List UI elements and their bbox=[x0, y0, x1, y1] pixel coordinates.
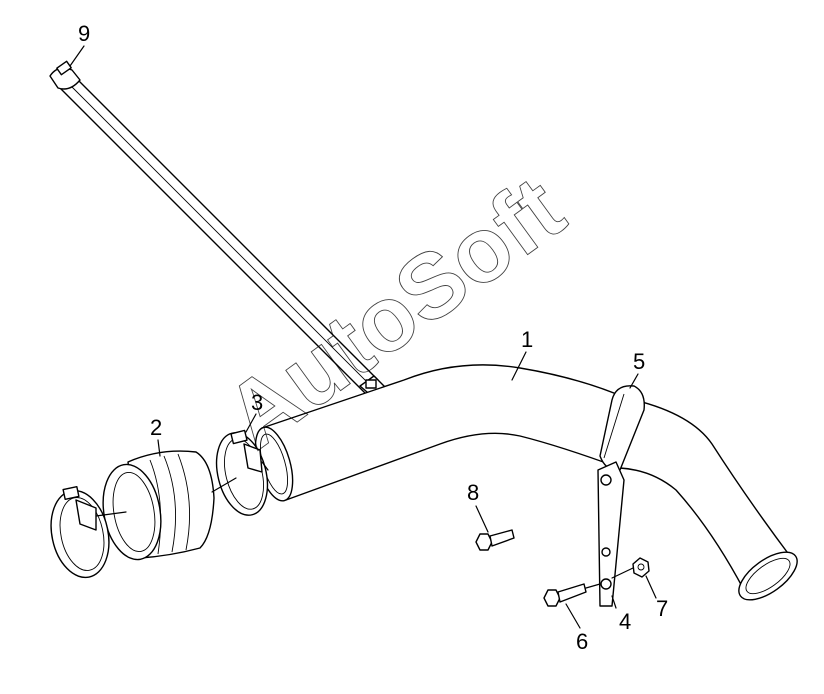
left-clamp bbox=[50, 485, 127, 579]
part-9-rod bbox=[49, 60, 387, 399]
part-8-bolt bbox=[475, 529, 515, 551]
callout-4: 4 bbox=[619, 609, 631, 634]
callout-2: 2 bbox=[150, 415, 162, 440]
callout-9: 9 bbox=[78, 21, 90, 46]
callout-6: 6 bbox=[576, 629, 588, 654]
part-4-bracket bbox=[597, 461, 625, 607]
callout-3: 3 bbox=[251, 390, 263, 415]
callout-5: 5 bbox=[633, 349, 645, 374]
part-7-nut bbox=[611, 557, 650, 579]
part-3-clamp bbox=[215, 429, 269, 516]
part-2-sleeve bbox=[102, 450, 237, 561]
callout-7: 7 bbox=[656, 596, 668, 621]
callout-1: 1 bbox=[521, 327, 533, 352]
callout-8: 8 bbox=[467, 480, 479, 505]
part-6-bolt bbox=[543, 583, 601, 607]
